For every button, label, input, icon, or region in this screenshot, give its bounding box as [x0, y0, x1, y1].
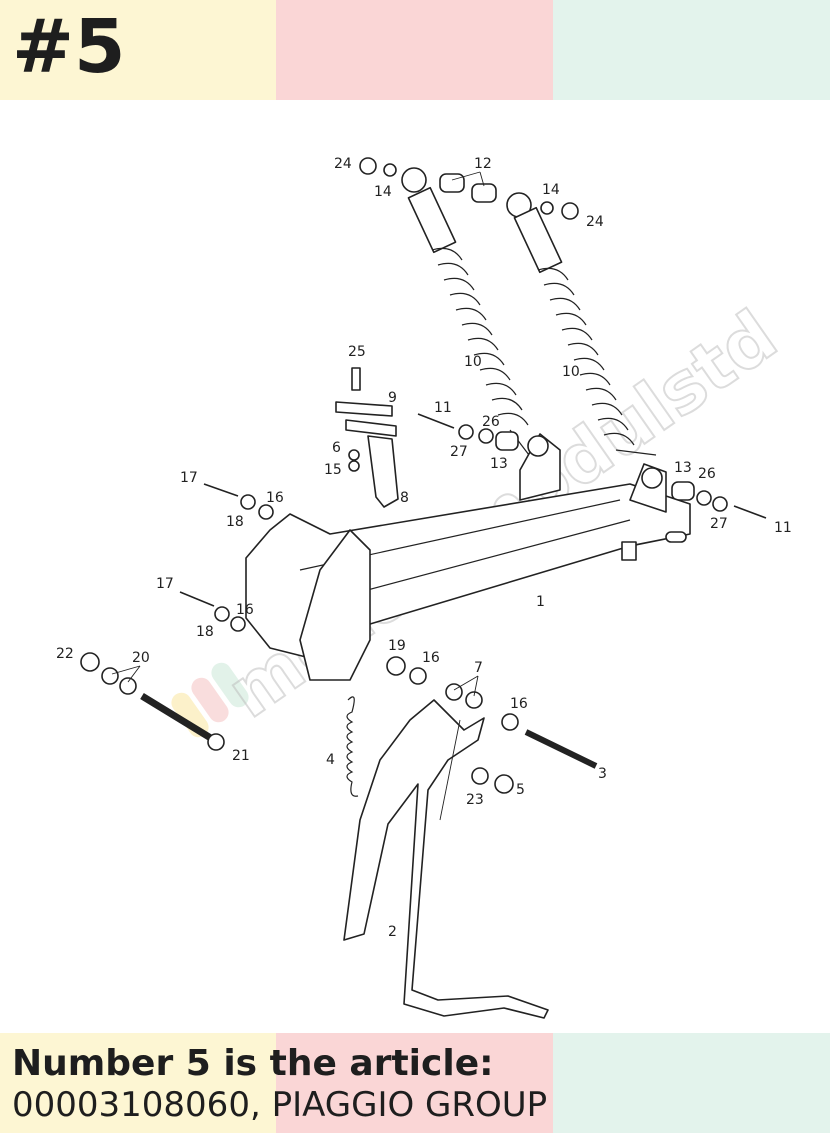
svg-text:6: 6 [332, 440, 341, 456]
swing-arm-frame [245, 433, 691, 681]
svg-text:4: 4 [326, 752, 335, 768]
svg-text:20: 20 [132, 650, 150, 666]
svg-text:11: 11 [774, 520, 792, 536]
shock-absorber-right [506, 192, 657, 456]
exploded-parts-diagram: motorsmodulstd [56, 156, 792, 1019]
svg-text:16: 16 [510, 696, 528, 712]
svg-text:13: 13 [674, 460, 692, 476]
svg-text:11: 11 [434, 400, 452, 416]
svg-text:23: 23 [466, 792, 484, 808]
svg-text:15: 15 [324, 462, 342, 478]
svg-text:3: 3 [598, 766, 607, 782]
svg-text:5: 5 [516, 782, 525, 798]
svg-text:10: 10 [464, 354, 482, 370]
svg-text:18: 18 [196, 624, 214, 640]
svg-text:1: 1 [536, 594, 545, 610]
svg-text:9: 9 [388, 390, 397, 406]
svg-text:2: 2 [388, 924, 397, 940]
center-stand [343, 699, 549, 1019]
leader-lines [111, 171, 485, 821]
svg-text:16: 16 [422, 650, 440, 666]
svg-text:26: 26 [698, 466, 716, 482]
svg-text:7: 7 [474, 660, 483, 676]
item-number: #5 [12, 4, 126, 90]
svg-text:18: 18 [226, 514, 244, 530]
article-caption-code: 00003108060, PIAGGIO GROUP [12, 1085, 548, 1125]
svg-text:22: 22 [56, 646, 74, 662]
svg-text:16: 16 [236, 602, 254, 618]
svg-text:14: 14 [542, 182, 560, 198]
svg-text:24: 24 [334, 156, 352, 172]
callout-labels: 24 14 12 14 24 25 9 11 26 10 10 6 15 8 2… [56, 156, 792, 940]
svg-text:13: 13 [490, 456, 508, 472]
svg-text:25: 25 [348, 344, 366, 360]
svg-text:17: 17 [180, 470, 198, 486]
bracket-assembly [335, 367, 399, 508]
bolts-and-washers [80, 413, 767, 794]
shock-absorber-left [401, 167, 549, 481]
svg-text:27: 27 [450, 444, 468, 460]
svg-text:16: 16 [266, 490, 284, 506]
svg-text:17: 17 [156, 576, 174, 592]
svg-text:14: 14 [374, 184, 392, 200]
footer-band [0, 1033, 830, 1133]
svg-text:26: 26 [482, 414, 500, 430]
svg-text:12: 12 [474, 156, 492, 172]
watermark-logo [171, 662, 249, 738]
svg-text:19: 19 [388, 638, 406, 654]
top-hardware [359, 157, 579, 220]
header-band [0, 0, 830, 100]
article-caption-heading: Number 5 is the article: [12, 1043, 494, 1084]
return-spring [346, 696, 359, 797]
svg-text:10: 10 [562, 364, 580, 380]
svg-text:21: 21 [232, 748, 250, 764]
svg-text:24: 24 [586, 214, 604, 230]
svg-text:27: 27 [710, 516, 728, 532]
svg-text:8: 8 [400, 490, 409, 506]
